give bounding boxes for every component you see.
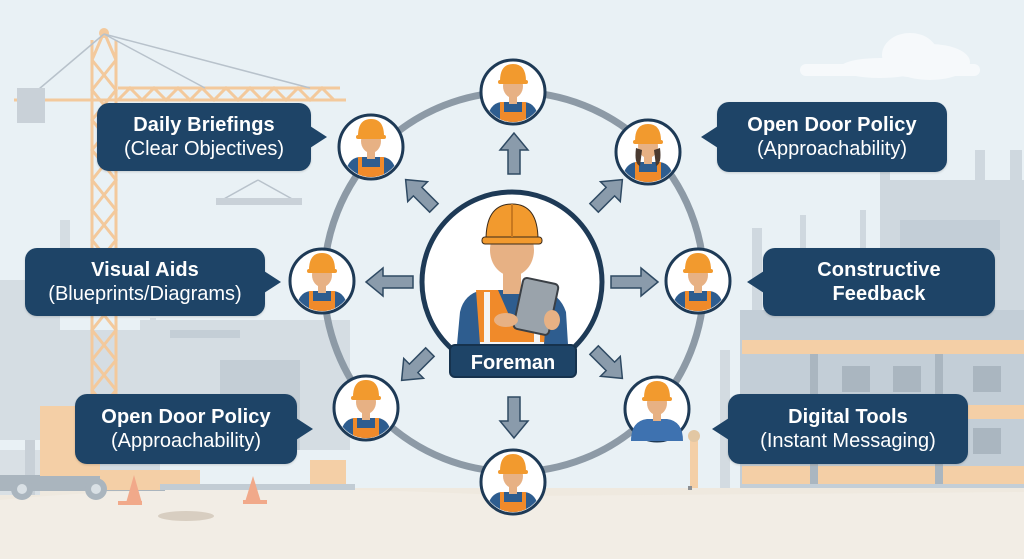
worker-right: [666, 249, 730, 321]
callout-open-door-policy-bottom: Open Door Policy (Approachability): [75, 394, 313, 464]
worker-bottom-right: [623, 375, 691, 443]
callout-subtitle: (Blueprints/Diagrams): [48, 282, 242, 305]
callout-title: Visual Aids: [91, 258, 199, 281]
callout-constructive-feedback: Constructive Feedback: [747, 248, 995, 316]
callout-title: Digital Tools: [788, 405, 908, 428]
arrow-up-left-icon: [404, 178, 440, 214]
callout-subtitle: Feedback: [832, 283, 926, 305]
callout-subtitle: (Approachability): [110, 429, 262, 452]
callout-title: Daily Briefings: [133, 113, 275, 136]
worker-top: [481, 60, 545, 132]
callout-digital-tools: Digital Tools (Instant Messaging): [712, 394, 968, 464]
worker-top-left: [339, 115, 403, 187]
arrow-up-icon: [498, 131, 530, 175]
arrow-down-left-icon: [400, 346, 436, 382]
traffic-cone-icon: [118, 475, 267, 505]
callout-subtitle: (Approachability): [756, 137, 908, 160]
arrow-up-right-icon: [588, 178, 624, 214]
foreman-label: Foreman: [449, 344, 577, 378]
callout-title: Open Door Policy: [101, 405, 271, 428]
callout-subtitle: (Clear Objectives): [123, 137, 285, 160]
truck-icon: [0, 406, 355, 500]
arrow-right-icon: [610, 266, 660, 298]
callout-visual-aids: Visual Aids (Blueprints/Diagrams): [25, 248, 281, 316]
cloud-icon: [800, 33, 980, 80]
callout-open-door-policy-top: Open Door Policy (Approachability): [701, 102, 947, 172]
arrows: [364, 131, 660, 440]
callout-title: Constructive: [817, 259, 941, 281]
worker-bottom: [481, 450, 545, 522]
callout-title: Open Door Policy: [747, 113, 917, 136]
callout-daily-briefings: Daily Briefings (Clear Objectives): [97, 103, 327, 171]
arrow-down-icon: [498, 396, 530, 440]
small-worker-figure: [688, 430, 700, 490]
worker-top-right: [616, 120, 680, 192]
worker-bottom-left: [334, 376, 398, 448]
arrow-left-icon: [364, 266, 414, 298]
worker-left: [290, 249, 354, 321]
callout-subtitle: (Instant Messaging): [760, 429, 936, 452]
arrow-down-right-icon: [588, 344, 624, 380]
